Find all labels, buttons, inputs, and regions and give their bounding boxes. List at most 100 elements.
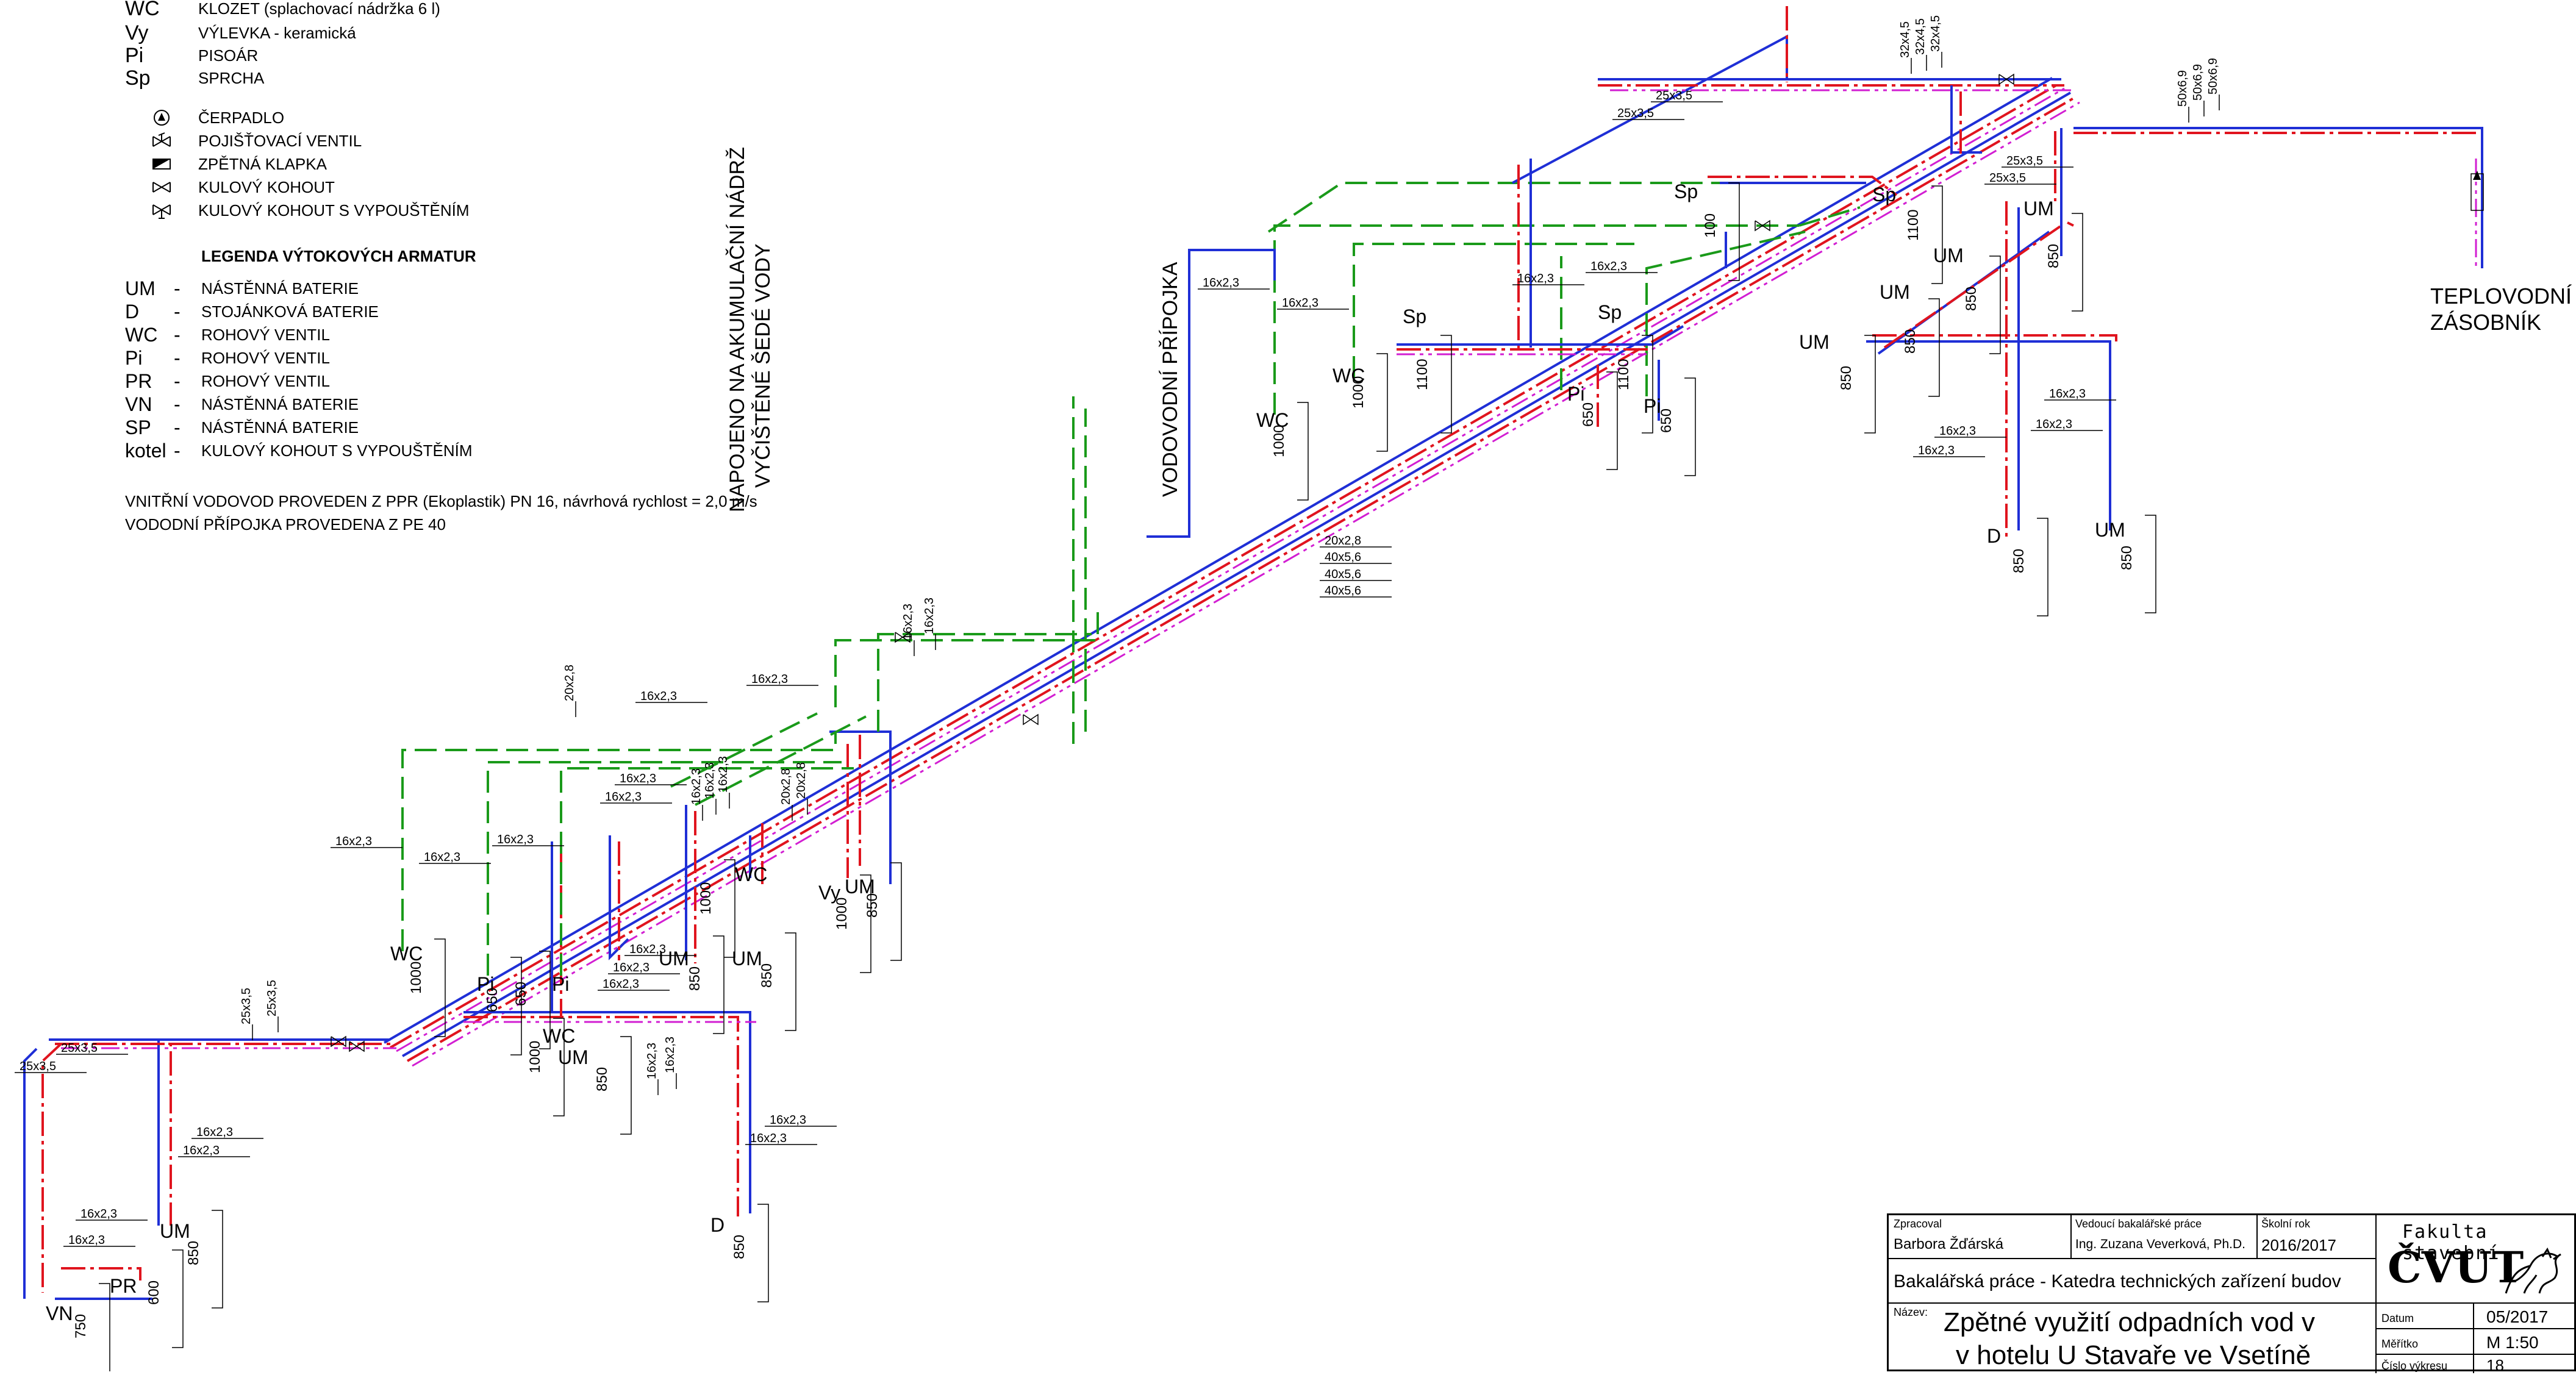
pipe-dimension-label: 25x3,5 — [1656, 89, 1692, 102]
pipe-dimension-label: 16x2,3 — [424, 851, 460, 864]
pipe-dimension-label: 16x2,3 — [2049, 387, 2086, 401]
outlet-text: ROHOVÝ VENTIL — [201, 348, 330, 367]
height-label: 1100 — [1905, 209, 1922, 241]
date-cell: 05/2017 — [2474, 1304, 2574, 1329]
fixture-label: PR — [110, 1275, 137, 1297]
height-dimension-line — [212, 1210, 223, 1309]
year-cell: Školní rok 2016/2017 — [2258, 1215, 2377, 1259]
height-label: 650 — [1658, 409, 1675, 433]
height-label: 850 — [1902, 329, 1919, 354]
height-dimension-line — [1728, 182, 1740, 281]
fixture-label: WC — [1256, 409, 1289, 431]
scale-label: Měřítko — [2381, 1338, 2419, 1350]
cold-water-pipe — [401, 91, 2072, 1057]
grey-water-pipe — [670, 712, 818, 788]
height-label: 850 — [759, 963, 775, 988]
fixture-label: D — [1987, 525, 2001, 547]
cold-water-pipe — [463, 1011, 751, 1213]
pipe-dimension-label: 16x2,3 — [613, 961, 649, 974]
pipe-dimension-label: 16x2,3 — [68, 1234, 105, 1247]
grey-water-pipe — [1267, 182, 1744, 233]
height-label: 1000 — [408, 962, 424, 994]
circ-water-pipe — [412, 101, 2080, 1067]
height-label: 1000 — [1271, 425, 1287, 457]
fixture-label: UM — [1933, 245, 1964, 266]
outlet-text: NÁSTĚNNÁ BATERIE — [201, 279, 359, 298]
legend-symbol-row: KULOVÝ KOHOUT S VYPOUŠTĚNÍM — [125, 199, 470, 221]
outlet-text: ROHOVÝ VENTIL — [201, 325, 330, 344]
fixture-label: UM — [1799, 331, 1830, 353]
title-cell: Název: Zpětné využití odpadních vod v v … — [1889, 1304, 2377, 1373]
pipe-labels: 25x3,5 25x3,5 25x3,5 25x3,5 16x2,3 16x2,3 16x2… — [20, 15, 2220, 1247]
height-dimension-line — [1297, 402, 1309, 501]
hot-water-pipe — [1872, 334, 2117, 341]
legend-text: KULOVÝ KOHOUT S VYPOUŠTĚNÍM — [198, 201, 470, 220]
hot-water-pipe — [1708, 176, 1898, 196]
outlet-code: SP — [125, 416, 151, 438]
pipe-dimension-label: 16x2,3 — [196, 1126, 233, 1139]
height-label: 1100 — [1414, 359, 1431, 390]
pipe-dimension-label: 25x3,5 — [20, 1060, 56, 1073]
legend-outlet-row: WC - ROHOVÝ VENTIL — [125, 324, 330, 346]
legend-text: ČERPADLO — [198, 108, 285, 127]
height-label: 650 — [1580, 402, 1597, 427]
fixture-label: Sp — [1872, 184, 1896, 205]
date-label: Datum — [2381, 1312, 2414, 1324]
author-cell: Zpracoval Barbora Žďárská — [1889, 1215, 2072, 1259]
thesis-cell: Bakalářská práce - Katedra technických z… — [1889, 1259, 2377, 1304]
faculty-cell: Fakulta stavební ČVUT — [2377, 1215, 2574, 1304]
height-dimension-line — [620, 1036, 632, 1135]
water-connection-label: VODOVODNÍ PŘÍPOJKA — [1159, 262, 1182, 497]
height-dimension-line — [539, 951, 551, 1049]
pipe-dimension-label: 16x2,3 — [664, 1037, 677, 1073]
height-dimension-line — [1931, 185, 1943, 284]
pipe-dimension-label: 32x4,5 — [1929, 15, 1942, 52]
height-label: 850 — [1838, 366, 1855, 390]
fixture-label: UM — [1880, 281, 1910, 303]
height-label: 1000 — [834, 898, 850, 930]
fixture-label: WC — [1333, 365, 1365, 387]
pipe-dimension-label: 40x5,6 — [1325, 551, 1361, 564]
pipe-dimension-label: 16x2,3 — [717, 756, 730, 793]
height-label: 750 — [73, 1314, 89, 1338]
pipe-dimension-label: 16x2,3 — [497, 833, 534, 846]
supervisor-name: Ing. Zuzana Veverková, Ph.D. — [2075, 1237, 2245, 1251]
fixture-label: Pi — [477, 973, 494, 995]
height-label: 850 — [2011, 549, 2027, 573]
faculty-name: Fakulta stavební — [2402, 1221, 2500, 1264]
height-dimension-line — [724, 859, 735, 958]
ball-valve-icon — [1755, 220, 1770, 232]
pipe-dimension-label: 25x3,5 — [2006, 154, 2043, 168]
scale-label-cell: Měřítko — [2377, 1329, 2474, 1355]
hot-water-pipe — [61, 1267, 141, 1280]
fixture-label: Pi — [1567, 383, 1584, 405]
pipe-dimension-label: 32x4,5 — [1898, 21, 1912, 58]
outlet-text: KULOVÝ KOHOUT S VYPOUŠTĚNÍM — [201, 441, 473, 460]
height-label: 100 — [1702, 213, 1719, 238]
height-dimension-line — [1606, 371, 1618, 470]
fixture-label: D — [710, 1214, 724, 1236]
height-label: 650 — [513, 982, 529, 1006]
pipe-dimension-label: 16x2,3 — [183, 1144, 220, 1157]
fixture-label: Sp — [1403, 305, 1426, 327]
fixture-label: UM — [2095, 519, 2125, 541]
pump-icon — [2473, 171, 2481, 180]
ball-valve-icon — [895, 631, 911, 643]
outlet-code: WC — [125, 323, 158, 346]
legend-text: POJIŠŤOVACÍ VENTIL — [198, 131, 362, 150]
outlet-text: NÁSTĚNNÁ BATERIE — [201, 395, 359, 413]
legend-text: KLOZET (splachovací nádržka 6 l) — [198, 0, 440, 18]
note-pipe-material: VNITŘNÍ VODOVOD PROVEDEN Z PPR (Ekoplast… — [125, 492, 757, 510]
fixture-label: Sp — [1674, 180, 1698, 202]
safety-valve-icon — [125, 132, 198, 150]
height-label: 600 — [146, 1280, 162, 1305]
fixture-label: Sp — [1598, 301, 1622, 323]
grey-water-pipe — [560, 767, 854, 976]
pipe-dimension-label: 16x2,3 — [640, 690, 677, 703]
pipe-dimension-label: 25x3,5 — [240, 988, 253, 1024]
pipe-dimension-label: 16x2,3 — [629, 943, 666, 956]
height-label: 1100 — [1615, 359, 1632, 390]
lion-emblem-icon — [2500, 1245, 2567, 1301]
pipe-dimension-label: 20x2,8 — [563, 665, 576, 701]
